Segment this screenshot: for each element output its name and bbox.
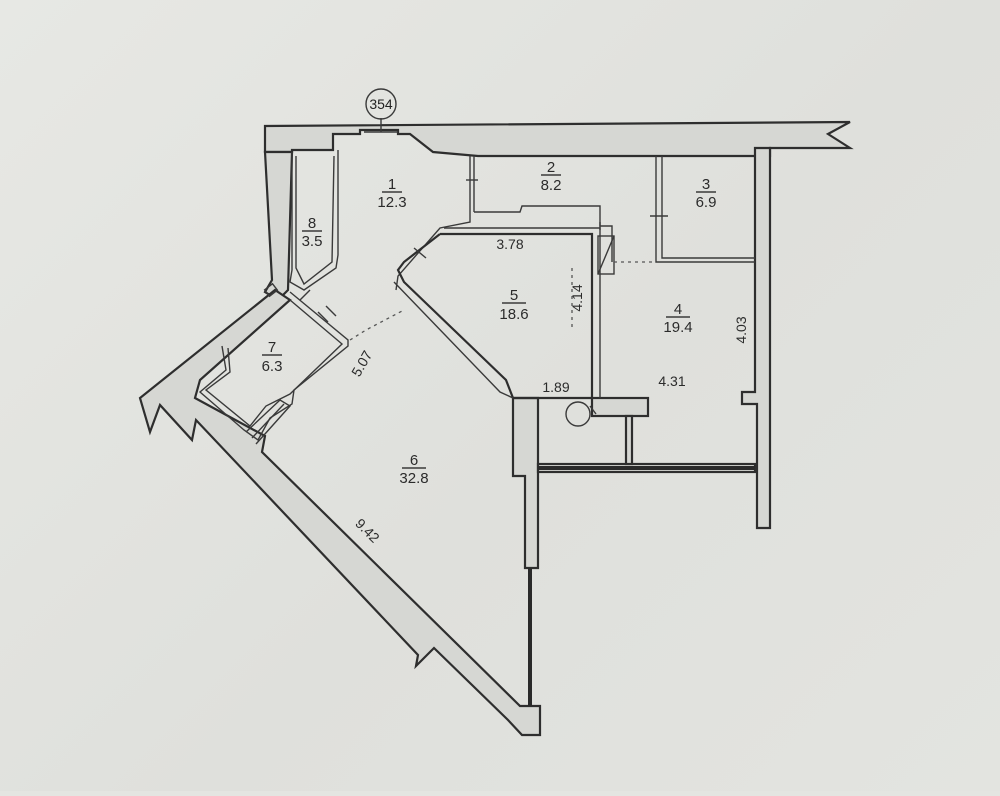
room-8-label: 8 3.5 [302,215,323,250]
wall-center-vertical [511,396,540,570]
room-8-area: 3.5 [302,233,323,250]
door-tick-room7-a [317,311,329,323]
door-swing [565,401,591,427]
room-3-number: 3 [702,176,710,193]
room-5-number: 5 [510,287,518,304]
room7-door-leaf [251,403,285,439]
room-3-area: 6.9 [696,194,717,211]
dim-room4-width: 4.31 [658,373,685,389]
wall-top [263,120,854,158]
room-6-area: 32.8 [399,470,428,487]
partition-room7-inner [204,299,344,427]
room-3-label: 3 6.9 [696,176,717,211]
room-4-area: 19.4 [663,319,692,336]
room-6-label: 6 32.8 [399,452,428,487]
room-5-area: 18.6 [499,306,528,323]
room-1-number: 1 [388,176,396,193]
partition-room8 [289,150,339,291]
dashed-room1-room6 [349,309,405,341]
partition-room2-bottom-b [395,210,471,291]
room-7-label: 7 6.3 [262,339,283,375]
building-tag-label: 354 [369,96,393,112]
room7-door-frame [245,399,292,445]
door-tick-room8 [299,289,311,301]
room-8-number: 8 [308,215,316,232]
partition-room5-diagonal [396,232,594,400]
dim-room4-depth: 4.03 [733,316,749,343]
partition-room5-diagonal-outer [393,281,514,399]
room-6-number: 6 [410,452,418,469]
partition-room3-b [661,156,755,259]
room7-fixture [263,282,279,298]
door-swing-leaf [589,405,597,415]
room-7-number: 7 [268,339,276,356]
partition-room2-bottom [474,205,613,262]
room-2-number: 2 [547,159,555,176]
room-7-area: 6.3 [262,358,283,375]
dim-room6-wall: 9.42 [352,515,383,546]
vent-shaft-cross [597,235,615,275]
partition-room3 [655,156,755,263]
room-5-label: 5 18.6 [499,287,528,323]
room-1-area: 12.3 [377,194,406,211]
dim-room6-diagonal: 5.07 [348,348,376,380]
door-tick-room7-b [325,305,337,317]
building-tag-circle [365,88,397,120]
room-2-area: 8.2 [541,177,562,194]
wall-southwest [138,288,542,737]
dim-room5-bottom: 1.89 [542,379,569,395]
dim-room5-width: 3.78 [496,236,523,252]
door-tick-room5 [413,247,427,259]
dim-room5-depth: 4.14 [569,284,585,311]
room-4-label: 4 19.4 [663,301,692,336]
wall-stub-down [624,414,634,466]
vent-shaft [597,235,615,275]
room-1-label: 1 12.3 [377,176,406,211]
wall-right [740,146,772,530]
room-4-number: 4 [674,301,682,318]
partition-room8-inner [295,155,335,286]
room-2-label: 2 8.2 [541,159,562,194]
wall-stub [590,396,650,418]
wall-left-upper [263,150,294,302]
